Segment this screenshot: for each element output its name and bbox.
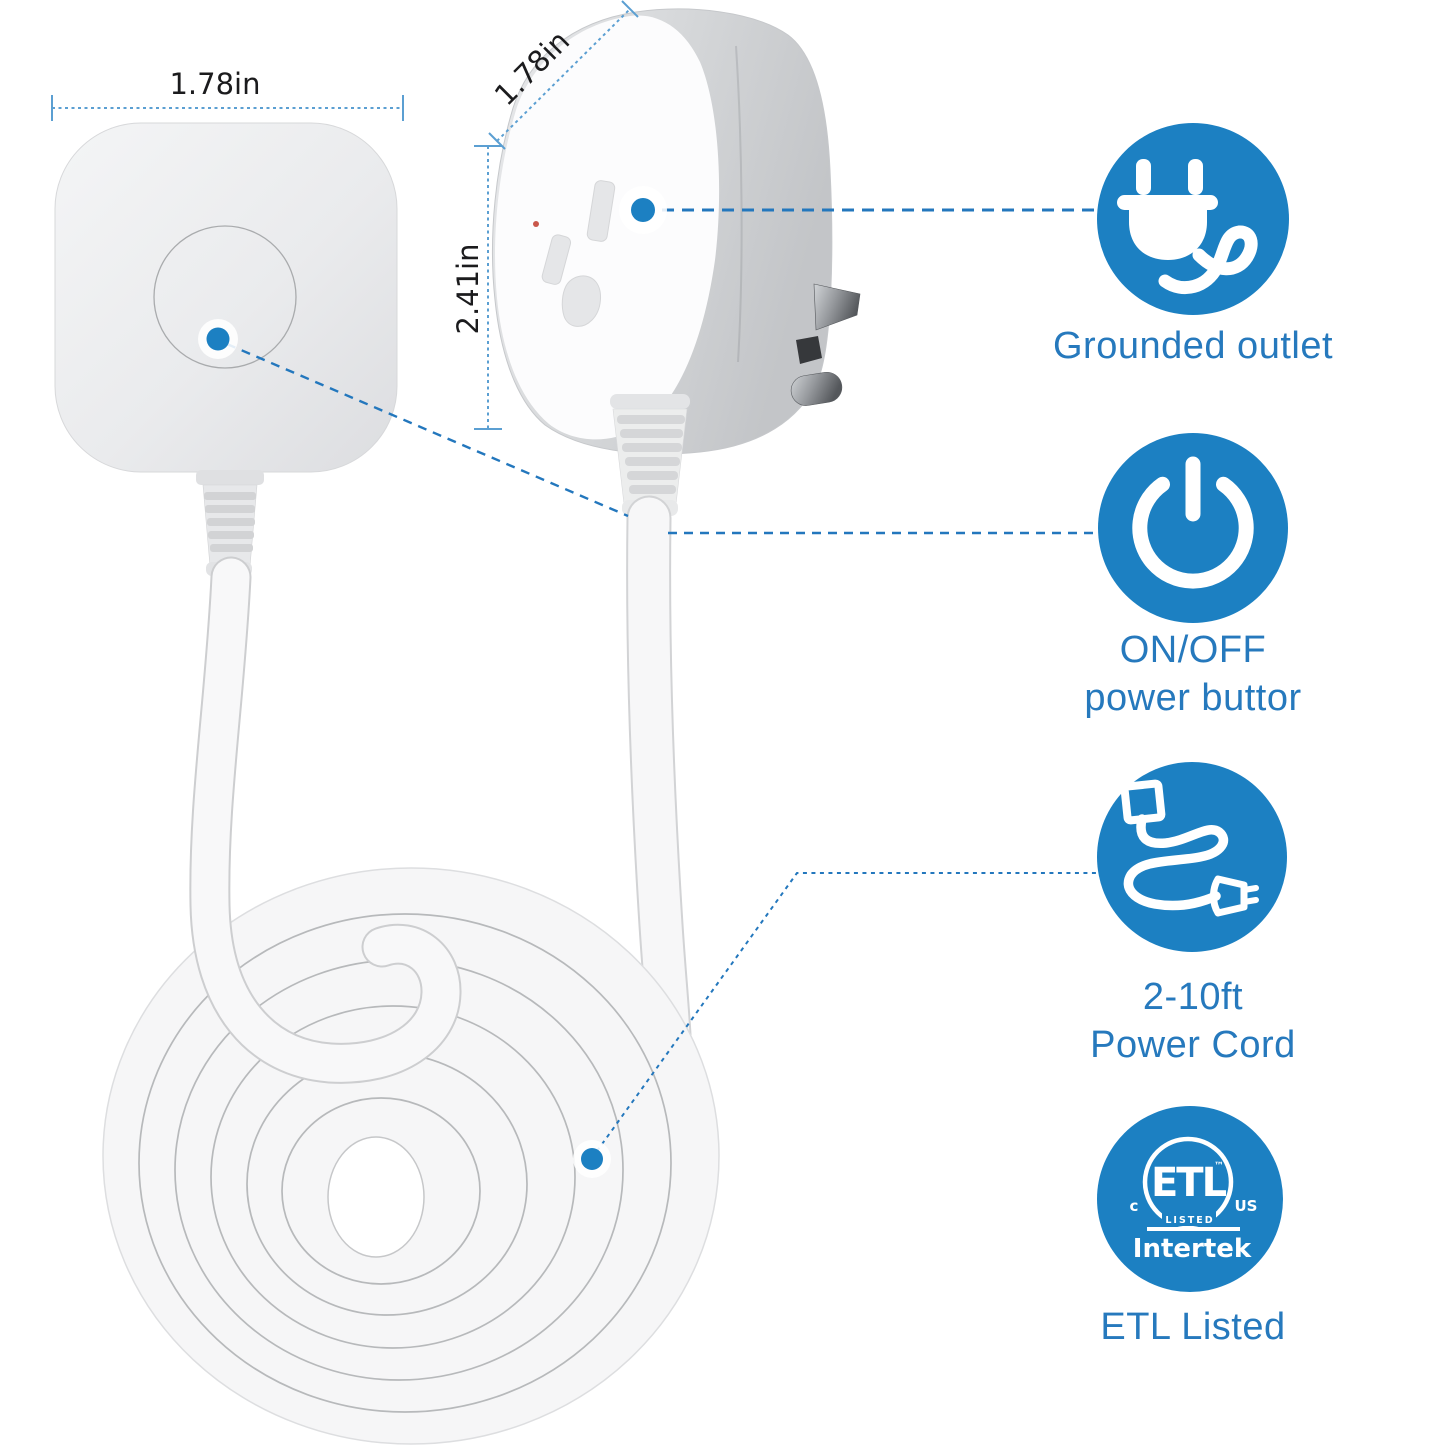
side-depth-dimension: [488, 0, 639, 150]
callout-dot-cord: [581, 1148, 603, 1170]
callout-power-cord: [573, 872, 1099, 1178]
feature-label-power-cord: 2-10ft Power Cord: [940, 973, 1445, 1069]
feature-label-power-button: ON/OFF power buttor: [940, 626, 1445, 722]
smart-plug-side-view: [492, 8, 861, 516]
side-height-dimension: [474, 145, 502, 430]
status-led-dot: [533, 221, 539, 227]
plug-blade-prong-back: [796, 336, 822, 364]
etl-listed-banner: LISTED: [1165, 1215, 1214, 1226]
front-width-dimension: [51, 95, 404, 121]
outlet-ground-hole: [561, 275, 601, 327]
outlet-slot-left: [541, 234, 572, 285]
etl-letters: ETL: [1151, 1160, 1227, 1206]
plug-ground-pin: [790, 371, 843, 406]
power-cord-from-front-device: [189, 556, 462, 1084]
callout-dot-outlet: [631, 198, 655, 222]
power-cord-icon: [1097, 762, 1287, 952]
feature-label-power-cord-line2: Power Cord: [1090, 1024, 1296, 1066]
callout-power-button: [198, 319, 1099, 535]
feature-label-power-cord-line1: 2-10ft: [1142, 976, 1244, 1018]
callout-dot-button: [206, 327, 230, 351]
front-power-button-outline: [153, 225, 297, 369]
etl-brand: Intertek: [1133, 1234, 1252, 1264]
side-height-dimension-label: 2.41in: [451, 243, 485, 335]
side-strain-relief: [610, 394, 690, 516]
feature-label-power-button-line2: power buttor: [1084, 677, 1302, 719]
etl-us-mark: US: [1235, 1197, 1258, 1215]
etl-certification-icon: ETL ™ c US LISTED Intertek: [1097, 1106, 1283, 1292]
feature-label-etl-listed: ETL Listed: [1100, 1306, 1286, 1348]
plug-blade-prong: [813, 283, 861, 331]
front-device-body: [54, 122, 398, 473]
coil-center-hole: [327, 1136, 425, 1258]
side-plug-seam: [735, 45, 743, 363]
grounded-outlet-plug-icon: [1097, 123, 1289, 315]
smart-plug-front-view: [54, 122, 398, 576]
feature-label-grounded-outlet: Grounded outlet: [1052, 325, 1334, 367]
power-button-icon: [1098, 433, 1288, 623]
outlet-slot-right: [586, 180, 616, 242]
feature-label-power-button-line1: ON/OFF: [1119, 629, 1267, 671]
etl-trademark: ™: [1214, 1161, 1224, 1172]
callout-grounded-outlet: [619, 186, 1098, 234]
etl-c-mark: c: [1130, 1197, 1139, 1215]
power-cord-from-plug: [626, 495, 692, 1058]
front-width-dimension-label: 1.78in: [169, 67, 261, 101]
